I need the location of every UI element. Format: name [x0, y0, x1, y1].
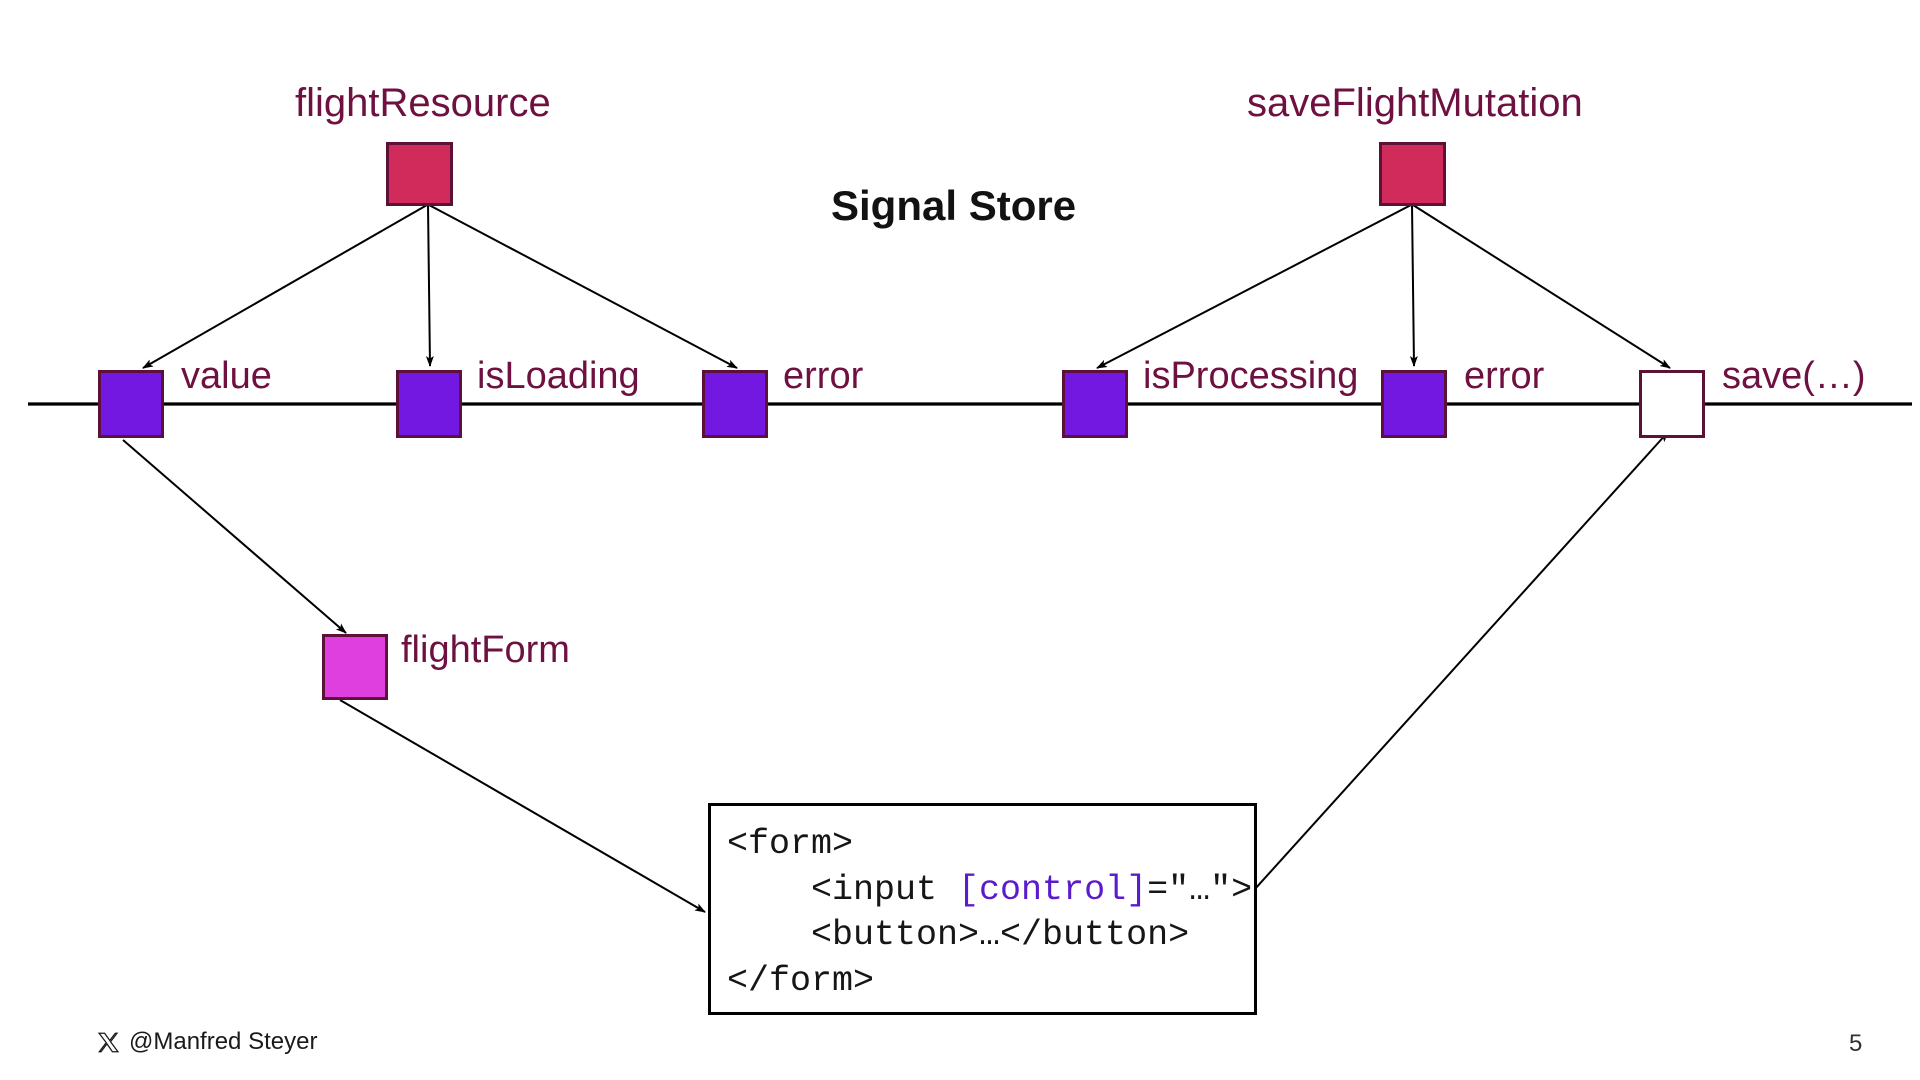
- edge-flightform-to-codebox: [339, 699, 706, 913]
- code-line-4-text: </form>: [727, 960, 875, 1001]
- edge-codebox-to-save: [1235, 431, 1669, 911]
- node-is-loading[interactable]: [396, 370, 462, 438]
- node-value[interactable]: [98, 370, 164, 438]
- code-line-2-accent: [control]: [958, 869, 1148, 910]
- footer-handle-text: @Manfred Steyer: [129, 1028, 318, 1055]
- code-line-2: <input [control]="…">: [727, 868, 1254, 914]
- flight-resource-label: flightResource: [295, 81, 551, 125]
- code-line-3: <button>…</button>: [727, 913, 1254, 959]
- save-flight-mutation-label: saveFlightMutation: [1247, 81, 1583, 125]
- x-twitter-icon: [97, 1031, 120, 1054]
- flight-form-label: flightForm: [401, 629, 570, 671]
- edge-resource-to-value: [142, 204, 428, 369]
- store-title: Signal Store: [831, 182, 1077, 229]
- node-save-method[interactable]: [1639, 370, 1705, 438]
- node-is-processing[interactable]: [1062, 370, 1128, 438]
- save-method-label: save(…): [1722, 355, 1866, 397]
- code-line-1: <form>: [727, 822, 1254, 868]
- code-line-1-text: <form>: [727, 824, 854, 864]
- edge-mutation-to-isprocessing: [1096, 204, 1412, 369]
- code-line-4: </form>: [727, 959, 1254, 1005]
- is-processing-label: isProcessing: [1143, 355, 1359, 397]
- value-label: value: [181, 355, 272, 397]
- node-save-flight-mutation[interactable]: [1379, 142, 1446, 206]
- error-left-label: error: [783, 355, 864, 397]
- node-flight-form[interactable]: [322, 634, 388, 700]
- code-line-2-prefix: <input: [727, 869, 959, 910]
- edge-mutation-to-save: [1412, 204, 1671, 369]
- code-line-2-suffix: ="…">: [1147, 869, 1253, 910]
- is-loading-label: isLoading: [477, 355, 640, 397]
- code-line-3-text: <button>…</button>: [727, 915, 1190, 955]
- edge-resource-to-error: [428, 204, 738, 369]
- page-number: 5: [1849, 1030, 1863, 1057]
- edge-resource-to-isloading: [425, 204, 434, 367]
- error-right-label: error: [1464, 355, 1545, 397]
- node-error-right[interactable]: [1381, 370, 1447, 438]
- node-error-left[interactable]: [702, 370, 768, 438]
- edge-mutation-to-error: [1409, 204, 1418, 367]
- edge-value-to-flightform: [122, 439, 347, 634]
- footer-handle: @Manfred Steyer: [97, 1028, 317, 1056]
- node-flight-resource[interactable]: [386, 142, 453, 206]
- code-box: <form> <input [control]="…"> <button>…</…: [708, 803, 1257, 1015]
